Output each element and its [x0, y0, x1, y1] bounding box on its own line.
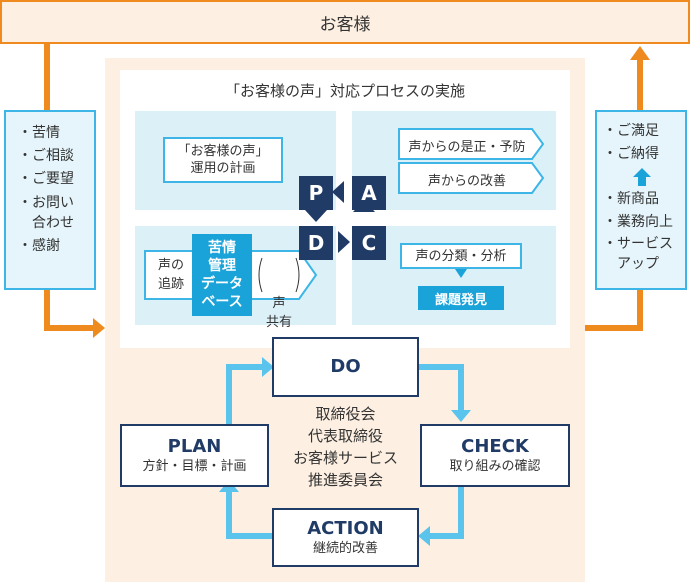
- voice-tracking-label: 声の 追跡: [157, 258, 184, 292]
- action-subtitle: 継続的改善: [312, 540, 378, 556]
- plan-title: PLAN: [167, 435, 222, 457]
- voice-type-item: ・ご相談: [18, 148, 74, 164]
- check-title: CHECK: [461, 435, 529, 457]
- do-title: DO: [330, 356, 361, 377]
- plan-label: 「お客様の声」 運用の計画: [163, 137, 283, 183]
- arrow-to-do: [262, 357, 274, 377]
- left-flow-arrowhead: [93, 318, 105, 338]
- voice-type-item: ・感謝: [18, 238, 60, 254]
- check-subtitle: 取り組みの確認: [449, 458, 541, 474]
- process-title: 「お客様の声」対応プロセスの実施: [224, 82, 465, 100]
- governance-item: 推進委員会: [307, 471, 383, 489]
- governance-item: 取締役会: [315, 405, 376, 423]
- voice-sharing-text: 声 共有: [265, 296, 292, 330]
- result-item: ・サービス アップ: [603, 236, 673, 272]
- customer-voice-types-box: ・苦情 ・ご相談 ・ご要望 ・お問い 合わせ ・感謝: [4, 110, 96, 290]
- act-label-correction: 声からの是正・予防: [408, 139, 526, 155]
- arrow-to-action: [418, 526, 430, 546]
- do-box: DO: [272, 337, 419, 397]
- pdca-a-badge: A: [352, 176, 386, 210]
- action-title: ACTION: [307, 517, 384, 539]
- act-arrow-boxes: [398, 128, 545, 194]
- arrow-to-check: [451, 410, 471, 422]
- governance-bodies: 取締役会 代表取締役 お客様サービス 推進委員会: [272, 403, 419, 491]
- pdca-c-badge: C: [352, 226, 386, 260]
- governance-item: お客様サービス: [292, 449, 398, 467]
- result-item: ・業務向上: [603, 214, 673, 230]
- result-item: ・ご満足: [603, 123, 659, 139]
- plan-subtitle: 方針・目標・計画: [142, 458, 247, 474]
- result-item: ・ご納得: [603, 146, 659, 162]
- governance-item: 代表取締役: [307, 427, 383, 445]
- customer-bar: お客様: [0, 0, 690, 44]
- paren-marks: [258, 257, 300, 293]
- voice-sharing-label: 声 共有: [256, 256, 302, 330]
- voice-type-item: ・苦情: [18, 125, 60, 141]
- customer-label: お客様: [319, 14, 371, 35]
- complaint-database: 苦情 管理 データ ベース: [192, 234, 252, 316]
- act-label-improvement: 声からの改善: [427, 173, 506, 189]
- voice-type-item: ・お問い 合わせ: [18, 195, 74, 231]
- pdca-d-badge: D: [299, 226, 333, 260]
- check-box: CHECK 取り組みの確認: [420, 424, 570, 487]
- up-arrow-icon: [633, 168, 651, 186]
- right-flow-arrowhead: [630, 46, 650, 60]
- plan-box: PLAN 方針・目標・計画: [120, 424, 269, 487]
- result-item: ・新商品: [603, 191, 659, 207]
- results-box: ・ご満足 ・ご納得 ・新商品 ・業務向上 ・サービス アップ: [595, 110, 687, 290]
- voice-type-item: ・ご要望: [18, 171, 74, 187]
- pdca-p-badge: P: [299, 176, 333, 210]
- classification-analysis-box: 声の分類・分析: [400, 243, 522, 269]
- down-arrow-icon: [455, 269, 467, 278]
- action-box: ACTION 継続的改善: [272, 508, 419, 567]
- issue-discovery-box: 課題発見: [418, 286, 504, 310]
